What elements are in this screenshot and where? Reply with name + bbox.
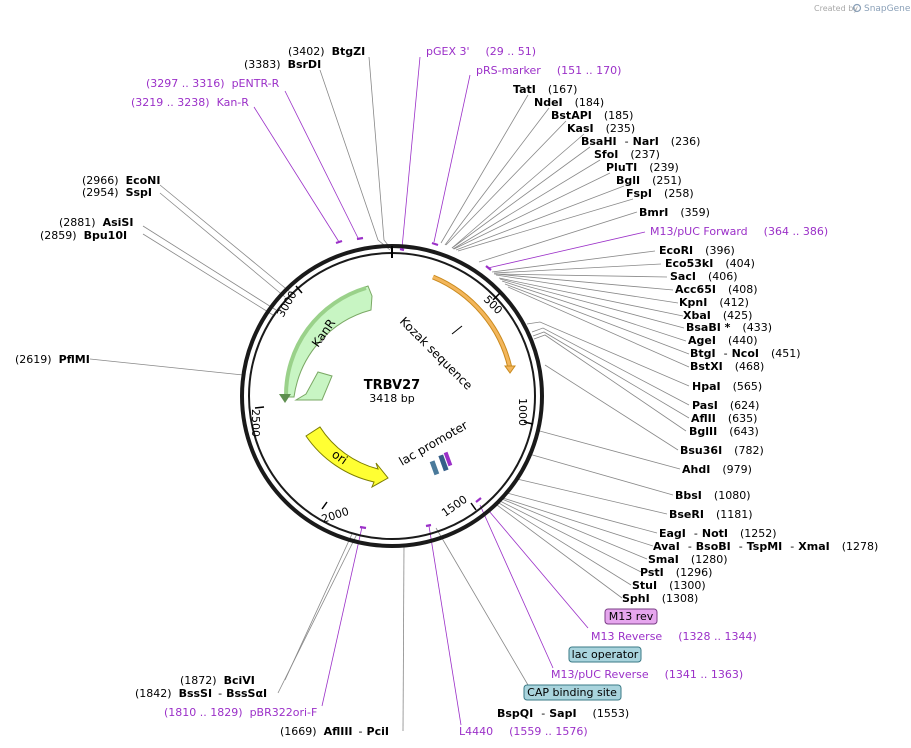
site-bgli[interactable]: BglI(251) [616,174,682,187]
primer-m13-forward[interactable]: M13/pUC Forward(364 .. 386) [650,225,828,238]
site-sphi[interactable]: SphI(1308) [622,592,698,605]
site-avai[interactable]: AvaI-BsoBI-TspMI-XmaI(1278) [653,540,878,553]
site-bcivi[interactable]: (1872)BciVI [180,674,255,687]
site-bmri[interactable]: BmrI(359) [639,206,710,219]
site-econi[interactable]: (2966)EcoNI [82,174,160,187]
primer-m13-puc-reverse[interactable]: M13/pUC Reverse(1341 .. 1363) [551,668,743,681]
site-bstapi[interactable]: BstAPI(185) [551,109,633,122]
site-afliii[interactable]: (1669)AflIII-PciI [280,725,389,738]
leader-lines [89,56,690,732]
feature-boxes: M13 rev lac operator CAP binding site [523,608,658,701]
site-bsrdi[interactable]: (3383)BsrDI [244,58,321,71]
site-saci[interactable]: SacI(406) [670,270,738,283]
credit-prefix: Created by [814,4,858,13]
site-kpni[interactable]: KpnI(412) [679,296,749,309]
site-psti[interactable]: PstI(1296) [640,566,712,579]
box-cap-binding-label: CAP binding site [527,686,617,699]
site-bglii[interactable]: BglII(643) [689,425,759,438]
site-tati[interactable]: TatI(167) [513,83,577,96]
site-pasi[interactable]: PasI(624) [692,399,759,412]
site-stui[interactable]: StuI(1300) [632,579,706,592]
plasmid-name: TRBV27 [364,378,420,393]
box-cap-binding[interactable] [523,684,622,701]
right-site-labels: TatI(167) NdeI(184) BstAPI(185) KasI(235… [497,83,878,720]
site-bpu10i[interactable]: (2859)Bpu10I [40,229,127,242]
site-aflii[interactable]: AflII(635) [691,412,757,425]
site-bseri[interactable]: BseRI(1181) [669,508,753,521]
plasmid-length: 3418 bp [369,392,414,405]
site-eco53ki[interactable]: Eco53kI(404) [665,257,755,270]
tick-1000: 1000 [516,398,529,426]
site-asisi[interactable]: (2881)AsiSI [59,216,133,229]
site-kasi[interactable]: KasI(235) [567,122,635,135]
box-m13-rev-label: M13 rev [609,610,654,623]
site-fspi[interactable]: FspI(258) [626,187,694,200]
site-bspqi[interactable]: BspQI-SapI(1553) [497,707,629,720]
primer-pentr[interactable]: (3297 .. 3316)pENTR-R [146,77,280,90]
box-lac-operator-label: lac operator [572,648,639,661]
site-eagi[interactable]: EagI-NotI(1252) [659,527,777,540]
site-btgzi[interactable]: (3402)BtgZI [288,45,365,58]
site-acc65i[interactable]: Acc65I(408) [675,283,758,296]
primer-labels: (3297 .. 3316)pENTR-R (3219 .. 3238)Kan-… [131,45,828,738]
scale-ticks [254,285,534,511]
site-ahdi[interactable]: AhdI(979) [682,463,752,476]
credit-brand: SnapGene [864,4,911,14]
site-bbsi[interactable]: BbsI(1080) [675,489,750,502]
primer-prs[interactable]: pRS-marker(151 .. 170) [476,64,621,77]
kanr-arrowhead-icon [279,394,291,403]
primer-l4440[interactable]: L4440(1559 .. 1576) [459,725,588,738]
snapgene-logo-icon [852,3,862,13]
kozak-arrowhead-icon [504,365,516,374]
site-hpai[interactable]: HpaI(565) [692,380,762,393]
site-agei[interactable]: AgeI(440) [688,334,758,347]
tick-2000: 2000 [320,505,351,526]
primer-m13-reverse[interactable]: M13 Reverse(1328 .. 1344) [591,630,757,643]
site-ecori[interactable]: EcoRI(396) [659,244,735,257]
site-bsahi[interactable]: BsaHI-NarI(236) [581,135,700,148]
site-smai[interactable]: SmaI(1280) [648,553,727,566]
site-bsabi[interactable]: BsaBI *(433) [686,321,772,334]
site-sspi[interactable]: (2954)SspI [82,186,152,199]
primer-pbr322[interactable]: (1810 .. 1829)pBR322ori-F [164,706,317,719]
tick-1500: 1500 [439,493,469,520]
box-m13-rev[interactable] [604,608,658,625]
tick-3000: 3000 [274,289,299,320]
primer-pgex[interactable]: pGEX 3'(29 .. 51) [426,45,536,58]
left-site-labels: (3402)BtgZI (3383)BsrDI (2966)EcoNI (295… [15,45,389,738]
lac-promoter-mark [438,454,449,472]
tick-2500: 2500 [249,409,262,437]
kozak-arrow[interactable] [432,275,512,369]
primer-kanr[interactable]: (3219 .. 3238)Kan-R [131,96,249,109]
box-lac-operator[interactable] [568,646,642,663]
primer-lines [253,56,646,726]
site-sfoi[interactable]: SfoI(237) [594,148,660,161]
ori-arrow[interactable] [305,426,389,489]
site-xbai[interactable]: XbaI(425) [683,309,752,322]
site-bstxi[interactable]: BstXI(468) [690,360,764,373]
site-ndei[interactable]: NdeI(184) [534,96,604,109]
site-btgi[interactable]: BtgI-NcoI(451) [690,347,801,360]
site-pluti[interactable]: PluTI(239) [606,161,679,174]
site-pflmi[interactable]: (2619)PflMI [15,353,90,366]
site-bsu36i[interactable]: Bsu36I(782) [680,444,764,457]
site-bsssi[interactable]: (1842)BssSI-BssSαI [135,687,267,700]
primer-marks [335,236,492,530]
